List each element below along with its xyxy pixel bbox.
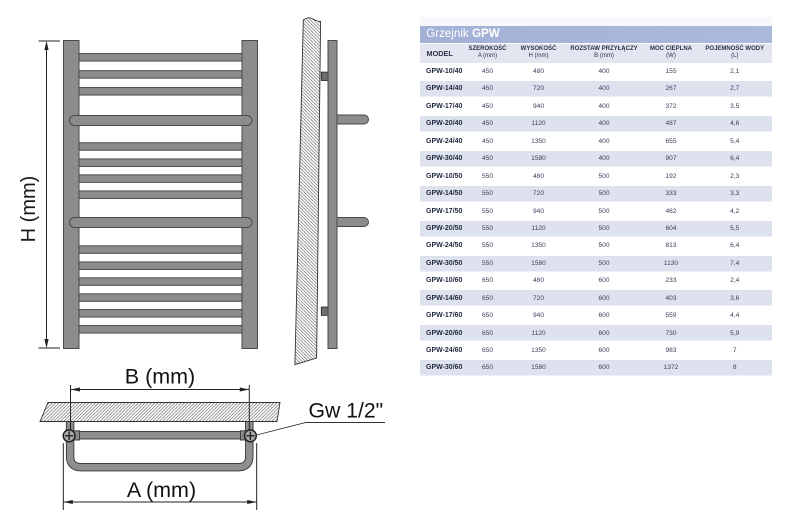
svg-text:Gw 1/2": Gw 1/2" bbox=[309, 400, 384, 423]
svg-text:B (mm): B (mm) bbox=[125, 365, 195, 389]
svg-text:H (mm): H (mm) bbox=[18, 176, 40, 243]
svg-text:A (mm): A (mm) bbox=[127, 478, 196, 502]
